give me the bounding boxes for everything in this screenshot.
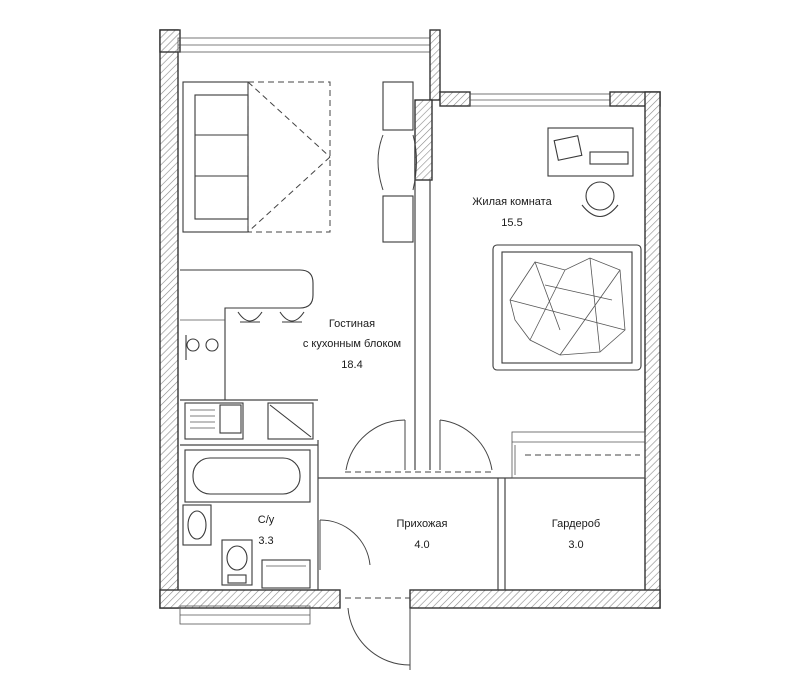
sofa [182, 81, 331, 233]
bathroom-area: 3.3 [258, 535, 273, 547]
room-labels: Гостиная с кухонным блоком 18.4 Жилая ко… [258, 196, 600, 551]
wardrobe-name: Гардероб [552, 518, 600, 530]
kitchen-counter [180, 269, 314, 400]
bathroom-name: С/у [258, 514, 275, 526]
hallway-name: Прихожая [397, 518, 448, 530]
toilet [221, 539, 253, 586]
bed [492, 244, 642, 371]
living-room-name-line2: с кухонным блоком [303, 338, 401, 350]
shelving [377, 81, 417, 243]
bar-chairs [237, 311, 305, 323]
bedroom-area: 15.5 [501, 217, 522, 229]
doors [319, 419, 495, 670]
washbasin [182, 504, 212, 546]
bathtub [184, 449, 311, 503]
interior-walls [180, 99, 646, 590]
bathroom-cabinet [261, 559, 311, 589]
desk [547, 127, 634, 218]
exterior-walls [159, 29, 661, 625]
living-room-name-line1: Гостиная [329, 318, 375, 330]
wardrobe-area: 3.0 [568, 539, 583, 551]
hallway-area: 4.0 [414, 539, 429, 551]
living-room-area: 18.4 [341, 359, 362, 371]
bedroom-name: Жилая комната [472, 196, 552, 208]
washing-machine [267, 402, 314, 440]
kitchen-sink [184, 402, 244, 440]
wardrobe-rail [514, 445, 640, 475]
